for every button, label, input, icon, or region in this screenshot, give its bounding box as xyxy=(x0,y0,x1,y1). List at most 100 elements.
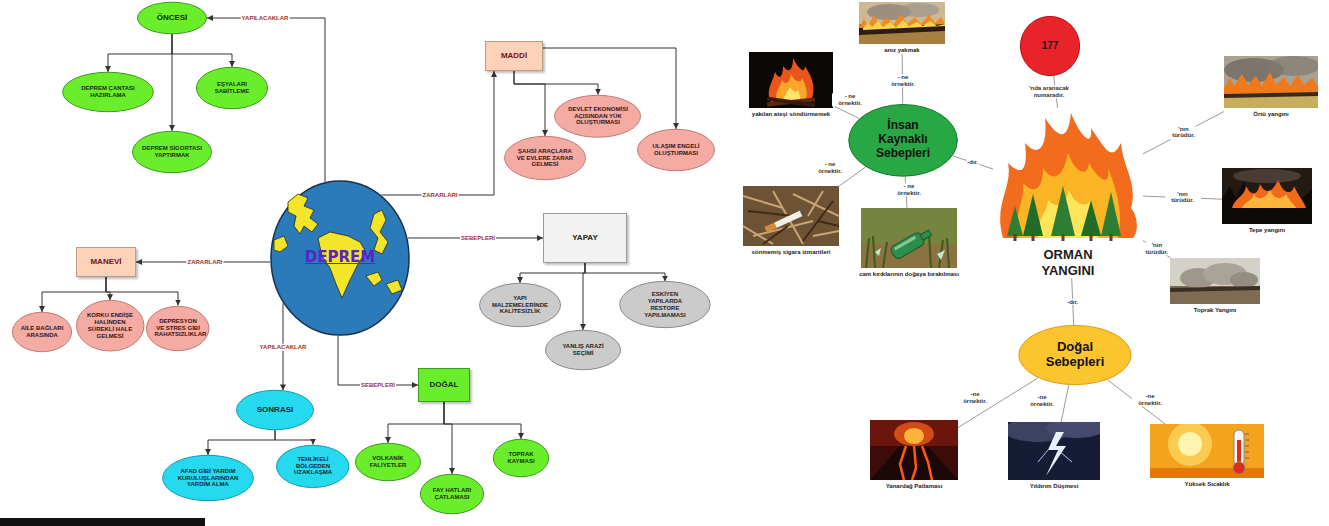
caption-text: Yüksek Sıcaklık xyxy=(1184,481,1229,488)
drawing-part xyxy=(875,248,945,260)
ellipse-fill xyxy=(355,443,420,480)
campfire-photo xyxy=(749,52,833,108)
connector xyxy=(388,402,444,443)
damage-ellipse: DEVLET EKONOMİSİ AÇISINDAN YÜK OLUŞTURMA… xyxy=(554,95,641,138)
ellipse-fill xyxy=(63,72,154,111)
category-box: MANEVİ xyxy=(76,247,136,277)
node-text: DEVLET EKONOMİSİ AÇISINDAN YÜK OLUŞTURMA… xyxy=(565,106,630,127)
earth-globe: DEPREM xyxy=(270,180,410,336)
connector xyxy=(338,336,418,385)
drawing-part xyxy=(1007,206,1023,236)
ellipse-fill xyxy=(147,306,209,350)
stubble-burning-photo xyxy=(859,2,945,44)
drawing-part xyxy=(1150,468,1264,478)
text-group: DEPREM ÇANTASI HAZIRLAMA xyxy=(74,85,143,99)
node-text: TOPRAK KAYMASI xyxy=(500,451,542,465)
photo-node: Toprak Yangını xyxy=(1170,258,1260,314)
damage-ellipse: ŞAHSİ ARAÇLARA VE EVLERE ZARAR GELMESİ xyxy=(504,136,586,180)
drawing-part xyxy=(1038,450,1072,462)
edge-label: YAPILACAKLAR xyxy=(241,15,290,22)
node-text: 177 xyxy=(1042,40,1059,52)
node-text: TEHLİKELİ BÖLGEDEN UZAKLAŞMA xyxy=(286,456,340,477)
drawing-part xyxy=(920,230,932,240)
text-group: Doğal Sebepleri xyxy=(1031,340,1119,370)
node-text: MANEVİ xyxy=(90,257,121,266)
cause-ellipse: FAY HATLARI ÇATLAMASI xyxy=(420,474,484,514)
drawing-part xyxy=(776,74,807,102)
drawing-part xyxy=(870,420,958,480)
connector xyxy=(275,430,313,445)
edge-label: - ne örnektir. xyxy=(832,93,868,106)
connector xyxy=(953,156,994,169)
text-group: TEHLİKELİ BÖLGEDEN UZAKLAŞMA xyxy=(286,456,340,477)
ellipse-fill xyxy=(277,445,349,487)
drawing-part xyxy=(870,420,958,446)
drawing-part xyxy=(288,194,318,234)
damage-ellipse: KORKU ENDİŞE HALİNDEN SÜREKLİ HALE GELME… xyxy=(76,300,144,351)
edge-label: 'nın türüdür. xyxy=(1139,243,1175,256)
caption-text: Örtü yangını xyxy=(1253,111,1288,118)
edge-label: ZARARLARI xyxy=(187,259,224,266)
drawing-part xyxy=(1090,234,1093,241)
drawing-part xyxy=(894,422,934,446)
edge-label: 'nın türüdür. xyxy=(1166,126,1202,139)
text-group: AİLE BAĞLARI ARASINDA xyxy=(20,325,65,339)
drawing-part xyxy=(767,97,815,108)
photo-node: Örtü yangını xyxy=(1224,56,1318,118)
node-text: DEPREM SİGORTASI YAPTIRMAK xyxy=(142,145,202,159)
node-text: FAY HATLARI ÇATLAMASI xyxy=(428,487,476,501)
action-ellipse: EŞYALARI SABİTLEME xyxy=(196,67,268,109)
edge-label: SEBEPLERİ xyxy=(360,382,396,389)
action-ellipse: AFAD GİBİ YARDIM KURULUŞLARINDAN YARDIM … xyxy=(162,455,254,501)
caption-text: yakılan ateşi söndürmemek xyxy=(752,111,830,118)
drawing-part xyxy=(1222,168,1312,224)
text-group: AFAD GİBİ YARDIM KURULUŞLARINDAN YARDIM … xyxy=(174,468,243,489)
drawing-part xyxy=(767,98,815,107)
text-group: KORKU ENDİŞE HALİNDEN SÜREKLİ HALE GELME… xyxy=(86,312,134,340)
cause-ellipse: Doğal Sebepleri xyxy=(1018,325,1132,385)
cause-ellipse: İnsan Kaynaklı Sebepleri xyxy=(848,104,958,177)
node-text: ÖNCESİ xyxy=(157,13,188,22)
connector xyxy=(172,34,232,67)
ellipse-fill xyxy=(849,104,958,176)
ellipse-fill xyxy=(1019,325,1131,384)
text-group: DEPRESYON VE STRES GİBİ RAHATSIZLIKLAR xyxy=(154,318,201,339)
edge-label: -dır. xyxy=(966,159,979,166)
connector xyxy=(1061,385,1069,422)
photo-node: sönmemiş sigara izmaritleri xyxy=(743,186,839,256)
drawing-part xyxy=(1046,422,1100,438)
drawing-part xyxy=(764,222,777,232)
ground-cover-fire-photo xyxy=(1224,56,1318,108)
node-text: AİLE BAĞLARI ARASINDA xyxy=(20,325,65,339)
caption-text: cam kırıklarının doğaya bırakılması xyxy=(859,271,959,278)
edge-label: 'nın türüdür. xyxy=(1165,191,1201,204)
drawing-part xyxy=(900,446,932,480)
drawing-part xyxy=(370,210,388,254)
text-group: YAPI MALZEMELERİNDE KALİTESİZLİK xyxy=(489,295,551,316)
drawing-part xyxy=(1000,113,1137,238)
phase-ellipse: ÖNCESİ xyxy=(137,2,207,34)
drawing-part xyxy=(1081,200,1101,236)
connector xyxy=(444,402,452,474)
drawing-part xyxy=(764,209,805,232)
node-text: EŞYALARI SABİTLEME xyxy=(205,81,259,95)
text-group: DEPREM xyxy=(305,249,375,266)
node-text: YANLIŞ ARAZİ SEÇİMİ xyxy=(555,343,612,357)
drawing-part xyxy=(773,210,803,228)
connector xyxy=(444,402,521,439)
ellipse-fill xyxy=(133,131,212,172)
action-ellipse: DEPREM ÇANTASI HAZIRLAMA xyxy=(62,72,154,112)
drawing-part xyxy=(1023,194,1043,236)
ellipse-fill xyxy=(638,129,715,170)
photo-node: Yüksek Sıcaklık xyxy=(1150,424,1264,488)
text-group: FAY HATLARI ÇATLAMASI xyxy=(428,487,476,501)
caption-text: Yanardağ Patlaması xyxy=(886,483,943,490)
action-ellipse: DEPREM SİGORTASI YAPTIRMAK xyxy=(132,131,212,173)
drawing-part xyxy=(1237,440,1241,464)
photo-node: yakılan ateşi söndürmemek xyxy=(749,52,833,118)
text-group: 177 xyxy=(1042,40,1059,52)
ellipse-fill xyxy=(1020,16,1079,75)
drawing-part xyxy=(870,446,958,480)
node-text: YAPI MALZEMELERİNDE KALİTESİZLİK xyxy=(489,295,551,316)
drawing-part xyxy=(1170,286,1260,292)
